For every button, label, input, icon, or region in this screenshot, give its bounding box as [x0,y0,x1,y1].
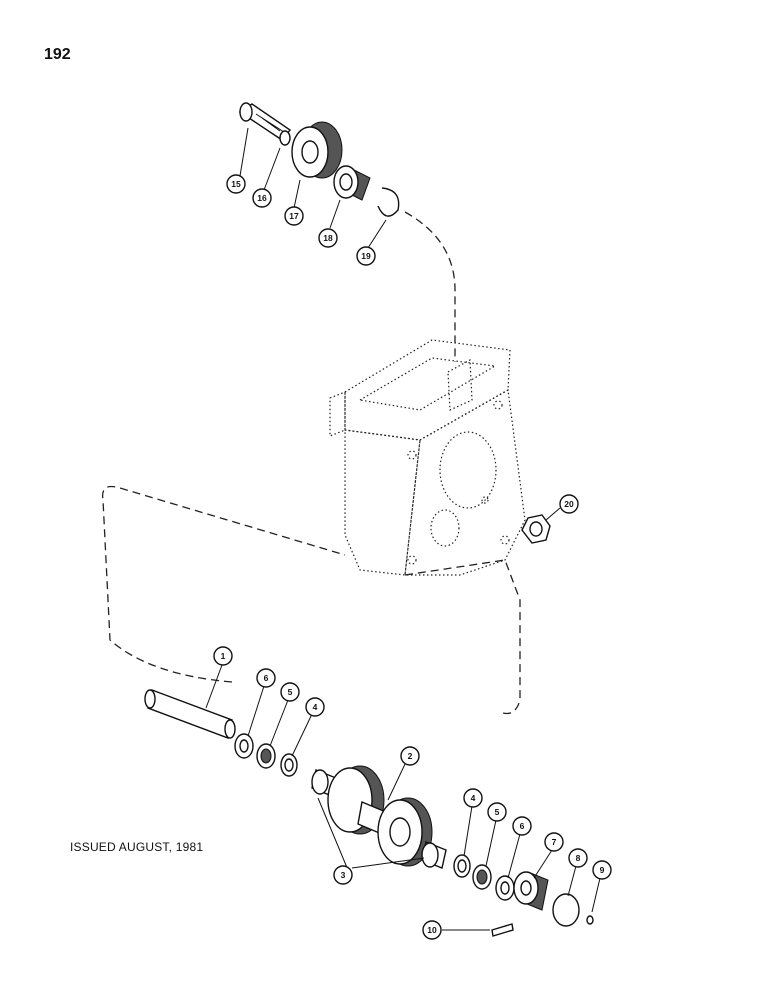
part-4-washer-upper [280,753,298,777]
callout-4-lower: 4 [463,788,483,808]
page-number: 192 [44,46,71,63]
callout-10: 10 [422,920,442,940]
callout-17: 17 [284,206,304,226]
svg-text:8: 8 [576,853,581,863]
part-6-washer-upper [234,733,254,759]
issued-date: ISSUED AUGUST, 1981 [70,840,204,854]
leader-lines [205,127,601,931]
svg-text:5: 5 [288,687,293,697]
callout-18: 18 [318,228,338,248]
callout-19: 19 [356,246,376,266]
callout-20: 20 [559,494,579,514]
svg-text:9: 9 [600,865,605,875]
svg-text:4: 4 [471,793,476,803]
housing-phantom [329,339,526,576]
svg-text:16: 16 [257,193,267,203]
part-7-collar [513,871,549,911]
svg-text:4: 4 [313,702,318,712]
part-15-shaft [238,102,292,141]
callout-9: 9 [592,860,612,880]
svg-text:1: 1 [221,651,226,661]
callout-6-upper: 6 [256,668,276,688]
callout-5-upper: 5 [280,682,300,702]
callout-4-upper: 4 [305,697,325,717]
callout-3: 3 [333,865,353,885]
part-17-gear [291,121,343,179]
svg-text:5: 5 [495,807,500,817]
svg-text:2: 2 [408,751,413,761]
callout-5-lower: 5 [487,802,507,822]
callout-8: 8 [568,848,588,868]
part-19-snap-ring [377,187,400,217]
svg-text:3: 3 [341,870,346,880]
svg-text:10: 10 [427,925,437,935]
svg-text:17: 17 [289,211,299,221]
part-1-shaft [144,689,236,739]
part-20-nut [521,514,551,544]
callout-16: 16 [252,188,272,208]
part-5-thrust-bearing-upper [256,743,276,769]
part-18-bearing [333,165,371,201]
svg-text:7: 7 [552,837,557,847]
part-6-washer-lower [495,875,515,901]
callout-6-lower: 6 [512,816,532,836]
svg-text:18: 18 [323,233,333,243]
callout-1: 1 [213,646,233,666]
part-3-needle-bearing-lower [421,841,447,869]
part-5-thrust-bearing-lower [472,864,492,890]
svg-text:6: 6 [264,673,269,683]
part-4-washer-lower [453,854,471,878]
svg-text:20: 20 [564,499,574,509]
svg-text:6: 6 [520,821,525,831]
assembly-line-lower [101,485,521,715]
svg-text:15: 15 [231,179,241,189]
assembly-line-upper [404,211,456,362]
part-10-roll-pin [491,923,514,937]
callout-15: 15 [226,174,246,194]
callout-2: 2 [400,746,420,766]
callout-7: 7 [544,832,564,852]
part-9-pin [586,915,594,925]
part-2-cluster-gear [327,765,433,867]
part-16-ring [279,130,291,146]
part-8-cap [552,893,580,927]
svg-text:19: 19 [361,251,371,261]
